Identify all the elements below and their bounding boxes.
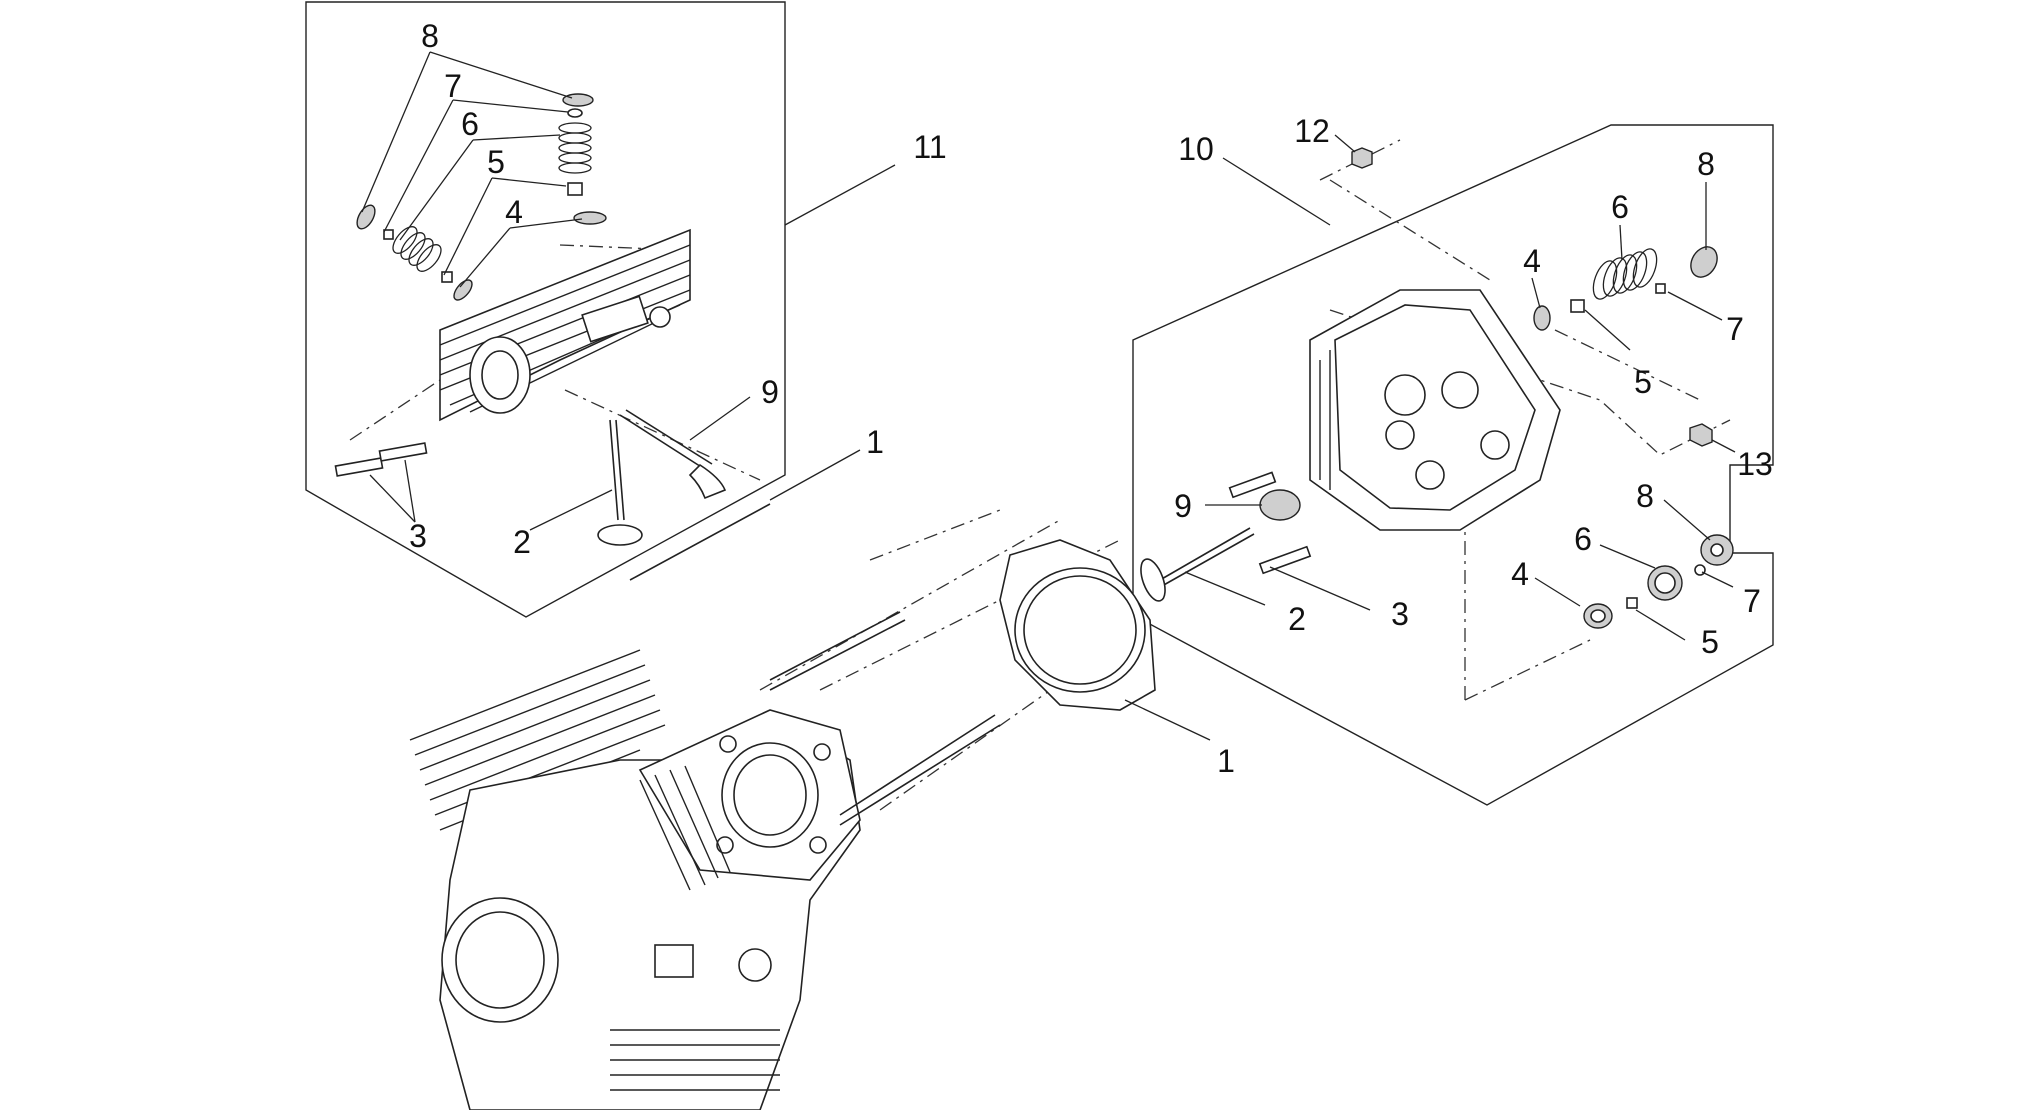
callout-left-3: 3 (409, 518, 427, 554)
callout-right-5a: 5 (1634, 364, 1652, 400)
right-callout-leaders (1124, 134, 1736, 741)
left-valve-parts (334, 93, 771, 581)
callout-right-12: 12 (1294, 113, 1330, 149)
right-callout-labels: 12 10 8 6 4 7 5 13 9 8 6 4 7 2 3 5 1 (1174, 113, 1773, 779)
callout-left-11: 11 (913, 129, 946, 165)
callout-right-6b: 6 (1574, 521, 1592, 557)
callout-right-4a: 4 (1523, 243, 1541, 279)
callout-left-8: 8 (421, 18, 439, 54)
callout-right-3: 3 (1391, 596, 1409, 632)
callout-right-2: 2 (1288, 601, 1306, 637)
callout-right-13: 13 (1737, 446, 1773, 482)
left-detail-box (305, 1, 786, 618)
right-cylinder-head (1309, 289, 1561, 531)
right-valve-parts (1140, 147, 1734, 629)
head-gasket (999, 539, 1156, 711)
callout-right-7b: 7 (1743, 583, 1761, 619)
callout-left-4: 4 (505, 194, 523, 230)
engine-crankcase (409, 611, 1001, 1111)
callout-right-6a: 6 (1611, 189, 1629, 225)
left-callout-labels: 8 7 6 5 4 11 9 1 2 3 (409, 18, 947, 560)
callout-right-8b: 8 (1636, 478, 1654, 514)
callout-right-9: 9 (1174, 488, 1192, 524)
callout-left-7: 7 (444, 68, 462, 104)
left-callout-leaders (361, 51, 896, 531)
callout-left-6: 6 (461, 106, 479, 142)
callout-left-5: 5 (487, 144, 505, 180)
callout-right-8a: 8 (1697, 146, 1715, 182)
left-cylinder-head (439, 228, 691, 422)
callout-right-4b: 4 (1511, 556, 1529, 592)
callout-gasket-1: 1 (1217, 743, 1235, 779)
callout-right-7a: 7 (1726, 311, 1744, 347)
callout-left-1: 1 (866, 424, 884, 460)
callout-right-5b: 5 (1701, 624, 1719, 660)
callout-right-10: 10 (1178, 131, 1214, 167)
callout-left-2: 2 (513, 524, 531, 560)
callout-left-9: 9 (761, 374, 779, 410)
